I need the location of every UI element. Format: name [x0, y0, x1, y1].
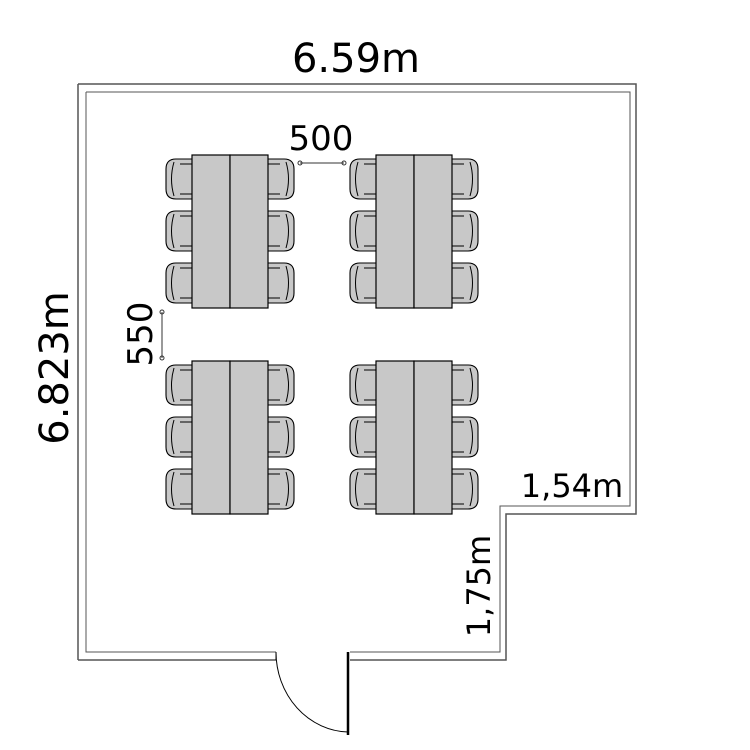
table: [229, 360, 269, 515]
table: [413, 154, 453, 309]
chair: [349, 416, 383, 458]
gap-500-dimension: [297, 160, 347, 166]
table: [375, 360, 415, 515]
chair: [445, 364, 479, 406]
notch-width-label: 1,54m: [521, 467, 623, 505]
chair: [445, 158, 479, 200]
table: [375, 154, 415, 309]
gap-550-dimension: [159, 309, 165, 361]
table: [229, 154, 269, 309]
chair: [165, 468, 199, 510]
table-group: [165, 360, 295, 515]
chair: [349, 364, 383, 406]
chair: [445, 468, 479, 510]
chair: [261, 364, 295, 406]
chair: [165, 210, 199, 252]
gap-550-label: 550: [121, 302, 161, 367]
chair: [445, 210, 479, 252]
chair: [261, 468, 295, 510]
left-height-label: 6.823m: [32, 291, 78, 444]
table: [191, 360, 231, 515]
top-width-label: 6.59m: [292, 36, 420, 82]
table-group: [165, 154, 295, 309]
chair: [349, 468, 383, 510]
table: [413, 360, 453, 515]
notch-height-label: 1,75m: [460, 535, 498, 637]
room-walls: [77, 83, 637, 661]
chair: [261, 262, 295, 304]
chair: [165, 158, 199, 200]
furniture: [165, 154, 479, 515]
table-group: [349, 360, 479, 515]
door: [275, 651, 350, 735]
chair: [445, 262, 479, 304]
table-group: [349, 154, 479, 309]
gap-500-label: 500: [289, 119, 354, 159]
chair: [349, 262, 383, 304]
chair: [261, 210, 295, 252]
chair: [165, 416, 199, 458]
table: [191, 154, 231, 309]
